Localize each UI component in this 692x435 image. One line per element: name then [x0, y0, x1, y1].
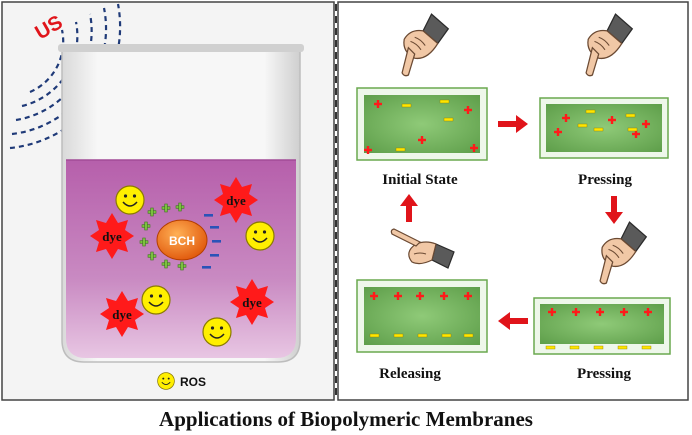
hand-releasing-icon	[390, 228, 455, 269]
bch-label: BCH	[169, 234, 195, 248]
figure-title: Applications of Biopolymeric Membranes	[159, 407, 533, 431]
dye-star: dye	[214, 177, 258, 223]
membrane-initial	[356, 87, 488, 161]
membrane-releasing	[356, 279, 488, 353]
state-label-pressing-bottom: Pressing	[577, 366, 631, 382]
ros-smiley	[141, 285, 171, 315]
arrow-left-icon	[498, 312, 528, 330]
state-label-releasing: Releasing	[379, 366, 441, 382]
negative-charges	[545, 345, 652, 350]
ros-legend-smiley	[157, 372, 175, 390]
positive-charges	[554, 114, 650, 138]
positive-charges	[139, 202, 187, 271]
svg-text:dye: dye	[112, 307, 132, 322]
negative-charges	[395, 99, 454, 152]
ros-smiley	[115, 185, 145, 215]
ros-legend-label: ROS	[180, 375, 206, 389]
negative-charges	[202, 214, 221, 269]
ros-smiley	[245, 221, 275, 251]
arrow-right-icon	[498, 115, 528, 133]
dye-star: dye	[100, 291, 144, 337]
ros-smiley	[202, 317, 232, 347]
positive-charges	[364, 100, 478, 154]
dye-star: dye	[230, 279, 274, 325]
positive-charges	[548, 308, 652, 316]
membrane-pressing-bottom	[533, 297, 671, 355]
state-label-pressing-top: Pressing	[578, 172, 632, 188]
positive-charges	[370, 292, 472, 300]
negative-charges	[577, 109, 638, 132]
membrane-pressing-top	[539, 97, 669, 159]
ros-legend: ROS	[157, 372, 206, 390]
arrow-up-icon	[400, 194, 418, 222]
arrow-down-icon	[605, 196, 623, 224]
svg-text:dye: dye	[226, 193, 246, 208]
state-label-initial: Initial State	[382, 172, 458, 188]
negative-charges	[369, 333, 474, 338]
dye-star: dye	[90, 213, 134, 259]
svg-text:dye: dye	[242, 295, 262, 310]
bch-particle: BCH	[139, 202, 221, 271]
svg-text:dye: dye	[102, 229, 122, 244]
